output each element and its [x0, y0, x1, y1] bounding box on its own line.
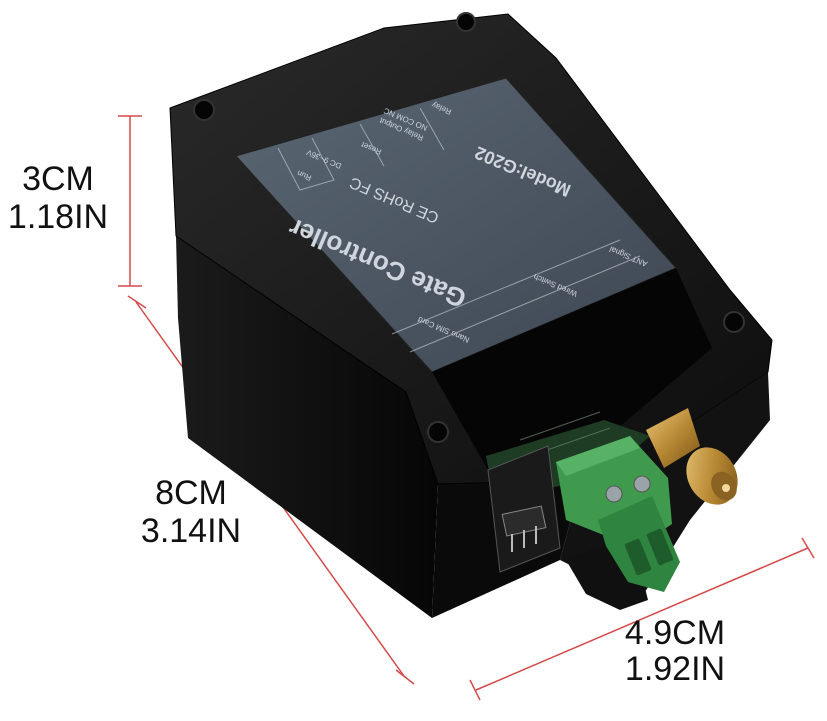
- height-cm-label: 3CM: [22, 160, 94, 198]
- width-dimension-line: [469, 537, 815, 701]
- width-in-label: 1.92IN: [624, 650, 726, 688]
- height-dimension-line: [118, 115, 142, 287]
- antenna-connector: [646, 408, 738, 505]
- width-cm-label: 4.9CM: [624, 614, 726, 652]
- length-cm-label: 8CM: [155, 474, 227, 512]
- sim-card-holder: [487, 445, 561, 573]
- length-in-label: 3.14IN: [140, 512, 242, 550]
- front-terminal-block: [556, 436, 680, 592]
- height-in-label: 1.18IN: [7, 198, 109, 236]
